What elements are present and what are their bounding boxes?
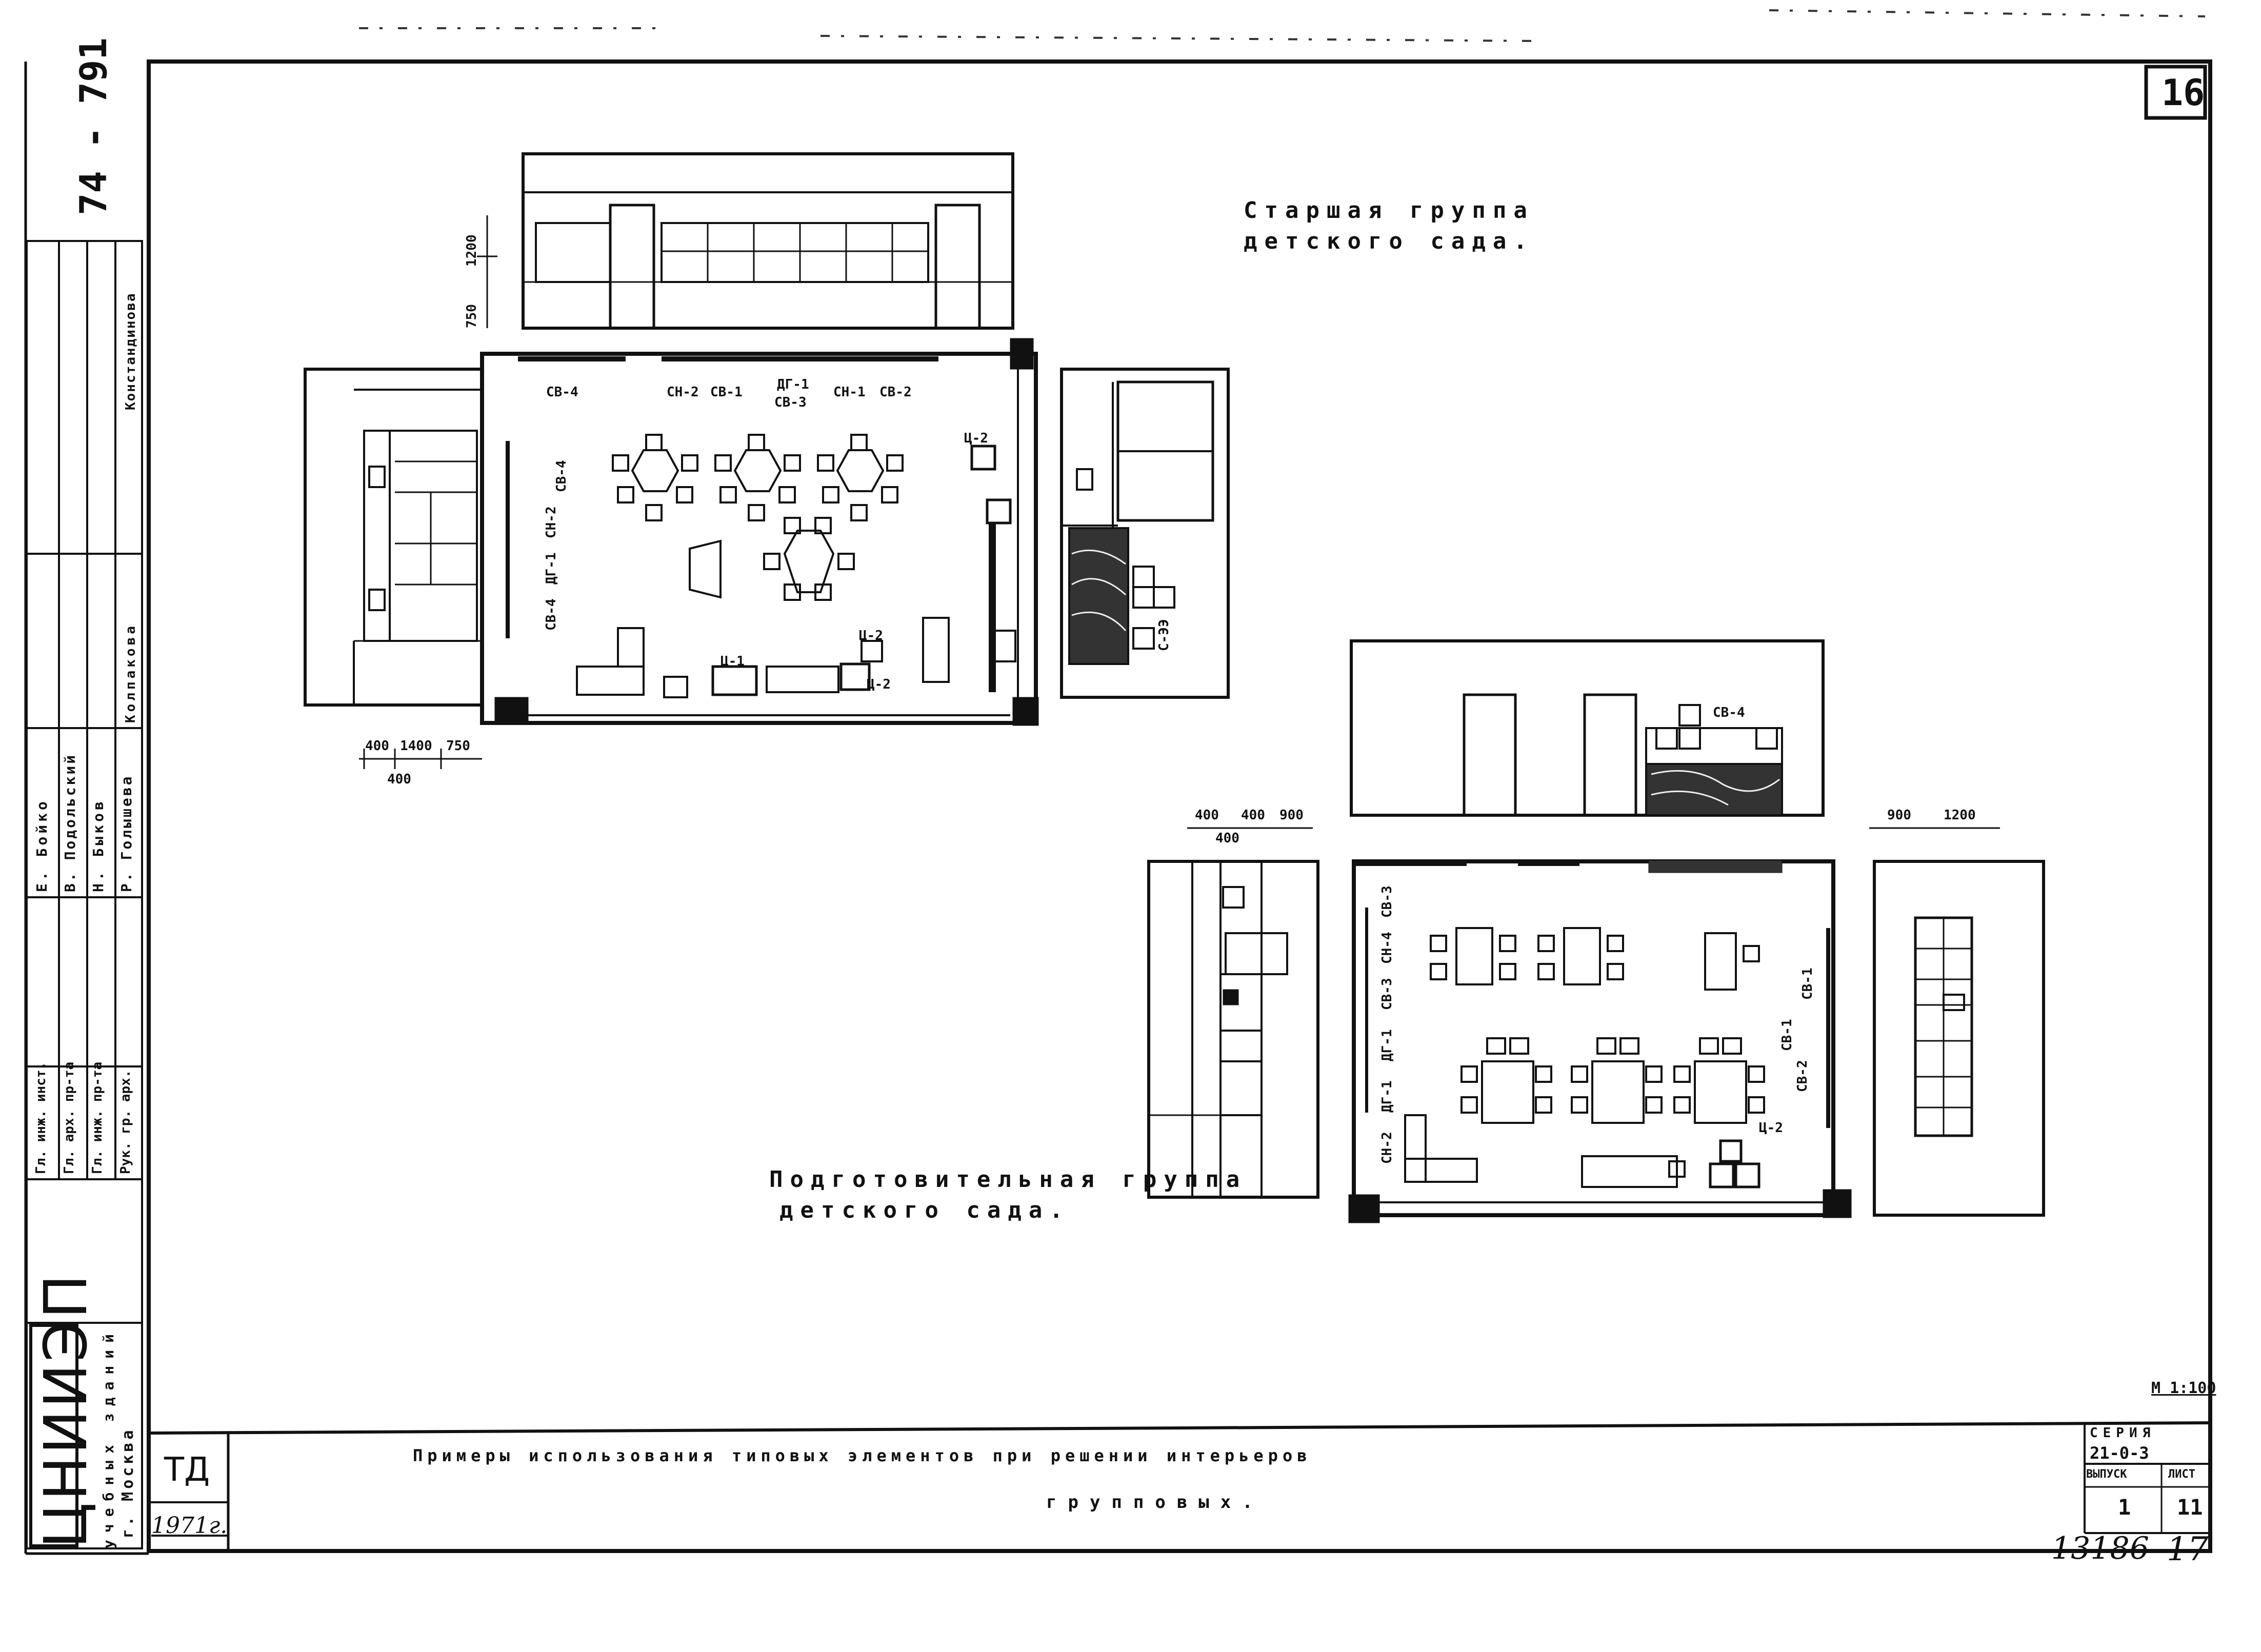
senior-caption-line2: детского сада. bbox=[1244, 228, 1534, 254]
label: СВ-3 bbox=[1379, 885, 1395, 918]
checked-by: Констандинова bbox=[123, 292, 138, 411]
label: СН-4 bbox=[1379, 932, 1395, 964]
role: Гл. инж. инст. bbox=[33, 1061, 49, 1174]
handwritten-page: 17 bbox=[2167, 1530, 2209, 1568]
dim: 400 bbox=[1215, 831, 1239, 846]
prep-elevation-left bbox=[1147, 860, 1319, 1199]
senior-room-plan bbox=[480, 352, 1038, 725]
label: Ц-1 bbox=[721, 654, 745, 669]
issue-label: ВЫПУСК bbox=[2086, 1468, 2127, 1481]
sheet-number: 16 bbox=[2162, 72, 2205, 114]
dim: 1200 bbox=[1944, 808, 1976, 823]
label: СН-2 bbox=[667, 385, 699, 400]
prep-elevation-right bbox=[1873, 860, 2045, 1217]
label: Ц-2 bbox=[859, 628, 883, 643]
dim: 750 bbox=[446, 738, 470, 754]
margin-code: 74 - 791 bbox=[72, 37, 115, 215]
label: СВ-3 bbox=[1379, 978, 1395, 1010]
stamp-td: ТД bbox=[164, 1451, 210, 1489]
dim: 900 bbox=[1279, 808, 1304, 823]
label: Ц-2 bbox=[867, 677, 891, 692]
dim: 1200 bbox=[464, 234, 479, 267]
dim: 400 bbox=[387, 772, 411, 787]
checked-by: Колпакова bbox=[123, 623, 138, 723]
dim: 400 bbox=[1241, 808, 1265, 823]
scale-label: М 1:100 bbox=[2151, 1379, 2216, 1397]
role: Гл. инж. пр-та bbox=[90, 1061, 105, 1174]
organization-logo-text: ЦНИИЭП bbox=[32, 1272, 101, 1548]
role: Гл. арх. пр-та bbox=[62, 1061, 77, 1174]
label: СВ-4 bbox=[546, 385, 578, 400]
label: СВ-1 bbox=[1800, 968, 1815, 1000]
series-label: СЕРИЯ bbox=[2090, 1425, 2156, 1441]
organization-subtitle1: учебных зданий bbox=[100, 1326, 117, 1548]
label: ДГ-1 bbox=[544, 552, 559, 585]
label: ДГ-1 bbox=[777, 377, 809, 392]
organization-logo bbox=[29, 1324, 78, 1547]
label: ДГ-1 bbox=[1379, 1080, 1395, 1113]
senior-elevation-top bbox=[522, 152, 1014, 330]
issue-value: 1 bbox=[2118, 1495, 2131, 1520]
name: Р. Голышева bbox=[118, 774, 135, 892]
label: СВ-4 bbox=[544, 598, 559, 631]
page-value: 11 bbox=[2177, 1495, 2203, 1520]
dim: 900 bbox=[1887, 808, 1911, 823]
sheet-frame bbox=[147, 59, 2212, 1553]
senior-group-plan bbox=[304, 152, 1230, 769]
senior-elevation-left bbox=[304, 368, 484, 707]
preparatory-group-plan bbox=[1147, 639, 2045, 1223]
label: СВ-2 bbox=[1795, 1060, 1810, 1092]
prep-caption-line2: детского сада. bbox=[779, 1197, 1070, 1223]
label: С-ЭЭ bbox=[1156, 619, 1172, 651]
label: СВ-1 bbox=[1779, 1019, 1795, 1051]
label: СВ-2 bbox=[879, 385, 912, 400]
dim: 1400 bbox=[400, 738, 432, 754]
label: СН-2 bbox=[544, 506, 559, 538]
dim: 400 bbox=[365, 738, 389, 754]
senior-elevation-right bbox=[1060, 368, 1230, 699]
label: СН-2 bbox=[1379, 1132, 1395, 1164]
title-line2: групповых. bbox=[1046, 1492, 1264, 1513]
label: СВ-4 bbox=[554, 460, 569, 492]
label: СВ-4 bbox=[1713, 705, 1745, 720]
label: СВ-1 bbox=[710, 385, 743, 400]
scan-edge-top bbox=[359, 9, 2206, 42]
signature-table bbox=[26, 240, 143, 1549]
label: Ц-2 bbox=[1759, 1120, 1783, 1136]
sheet-number-box bbox=[2144, 65, 2207, 120]
label: Ц-2 bbox=[964, 431, 988, 446]
organization-subtitle2: г. Москва bbox=[119, 1427, 137, 1538]
year: 1971г. bbox=[151, 1513, 228, 1539]
label: СВ-3 bbox=[774, 395, 807, 410]
prep-caption-line1: Подготовительная группа bbox=[769, 1166, 1247, 1193]
title-strip bbox=[148, 1421, 2211, 1552]
label: СН-1 bbox=[833, 385, 866, 400]
name: Н. Быков bbox=[90, 798, 107, 892]
handwritten-ref: 13186 bbox=[2051, 1530, 2149, 1566]
role: Рук. гр. арх. bbox=[118, 1070, 133, 1175]
dim: 400 bbox=[1195, 808, 1219, 823]
name: В. Подольский bbox=[62, 753, 78, 892]
title-line1: Примеры использования типовых элементов … bbox=[413, 1446, 1312, 1465]
label: ДГ-1 bbox=[1379, 1029, 1395, 1061]
prep-room-plan bbox=[1352, 859, 1835, 1217]
senior-caption-line1: Старшая группа bbox=[1244, 197, 1534, 224]
dim: 750 bbox=[464, 304, 479, 328]
series-value: 21-0-3 bbox=[2090, 1443, 2149, 1463]
name: Е. Бойко bbox=[33, 798, 50, 892]
page-label: ЛИСТ bbox=[2168, 1468, 2195, 1481]
